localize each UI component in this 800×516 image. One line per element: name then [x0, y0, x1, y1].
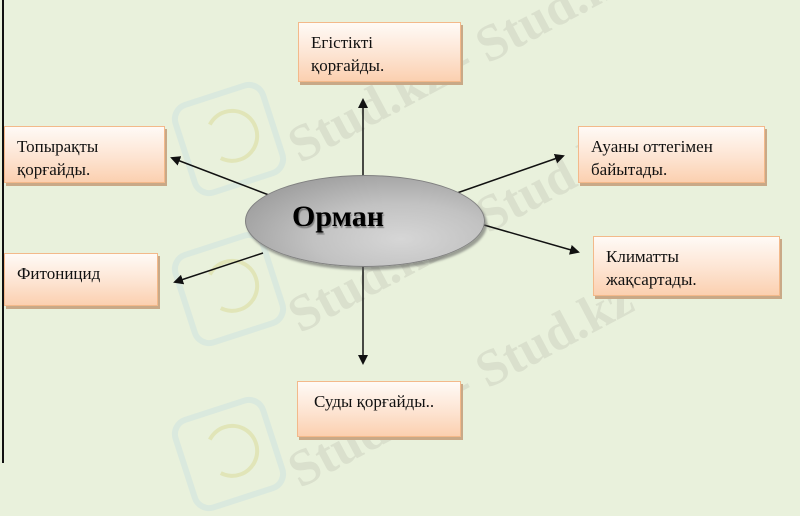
arrow-to-right-mid — [483, 224, 580, 255]
node-text-line2: қорғайды. — [311, 56, 385, 75]
node-text-line1: Топырақты — [17, 137, 99, 156]
node-text-line1: Ауаны оттегімен — [591, 137, 713, 156]
node-text-line1: Фитоницид — [17, 264, 101, 283]
connector-arrows — [170, 98, 580, 365]
node-box-left-top: Топырақты қорғайды. — [4, 126, 165, 183]
node-text-line2: қорғайды. — [17, 160, 91, 179]
center-node-label: Орман — [292, 200, 385, 233]
node-text-line1: Климатты — [606, 247, 679, 266]
node-box-right-mid: Климатты жақсартады. — [593, 236, 780, 296]
node-text-line2: байытады. — [591, 160, 668, 179]
node-box-right-top: Ауаны оттегімен байытады. — [578, 126, 765, 183]
arrow-to-left-mid — [173, 252, 264, 285]
left-border-line — [2, 0, 4, 463]
node-text-line2: жақсартады. — [606, 270, 697, 289]
node-box-left-mid: Фитоницид — [4, 253, 158, 306]
node-text-line1: Суды қорғайды.. — [314, 392, 435, 411]
node-text-line1: Егістікті — [311, 33, 373, 52]
node-box-bottom: Суды қорғайды.. — [297, 381, 461, 437]
center-node-ellipse: Орман — [245, 175, 485, 267]
arrow-to-left-top — [170, 156, 275, 198]
arrow-to-right-top — [456, 153, 565, 194]
node-box-top: Егістікті қорғайды. — [298, 22, 461, 82]
